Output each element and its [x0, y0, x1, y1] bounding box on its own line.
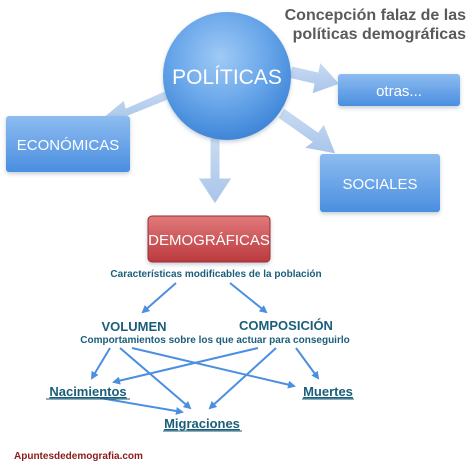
title-line-1: Concepción falaz de las [284, 7, 466, 24]
composicion-to-nacimientos [112, 347, 259, 385]
volumen-label: VOLUMEN [102, 319, 167, 334]
title-line-2: políticas demográficas [292, 26, 466, 43]
footer-website: Apuntesdedemografia.com [14, 451, 143, 462]
volumen-to-nacimientos [90, 347, 111, 380]
node-demograficas [147, 215, 271, 263]
node-politicas [163, 12, 291, 140]
node-politicas-label: POLÍTICAS [172, 66, 282, 89]
node-demograficas-label: DEMOGRÁFICAS [148, 232, 270, 249]
connector-lines-bottom [90, 347, 320, 415]
composicion-to-muertes [295, 347, 320, 380]
comportamientos-text: Comportamientos sobre los que actuar par… [80, 335, 350, 346]
muertes-label: Muertes [303, 384, 353, 399]
page-title: Concepción falaz de las políticas demogr… [226, 6, 466, 44]
node-sociales-label: SOCIALES [342, 176, 417, 193]
volumen-to-muertes [131, 347, 296, 389]
node-otras [338, 74, 460, 106]
policy-arrows [98, 60, 341, 205]
migraciones-label: Migraciones [164, 416, 240, 431]
arrow-to-composicion [229, 282, 268, 314]
nacimientos-to-migraciones [99, 397, 184, 415]
caracteristicas-text: Características modificables de la pobla… [110, 269, 321, 280]
connector-lines-top [141, 282, 268, 314]
nacimientos-label: Nacimientos [49, 384, 126, 399]
node-sociales [320, 154, 440, 212]
node-economicas-label: ECONÓMICAS [17, 137, 120, 154]
arrow-to-volumen [141, 282, 177, 314]
node-otras-label: otras... [376, 83, 422, 100]
volumen-to-migraciones [119, 347, 192, 410]
arrow-to-otras [287, 60, 341, 95]
composicion-to-migraciones [208, 347, 277, 410]
arrow-to-sociales [277, 107, 337, 155]
arrow-to-demograficas [197, 137, 233, 205]
node-economicas [6, 116, 130, 172]
composicion-label: COMPOSICIÓN [239, 318, 333, 333]
